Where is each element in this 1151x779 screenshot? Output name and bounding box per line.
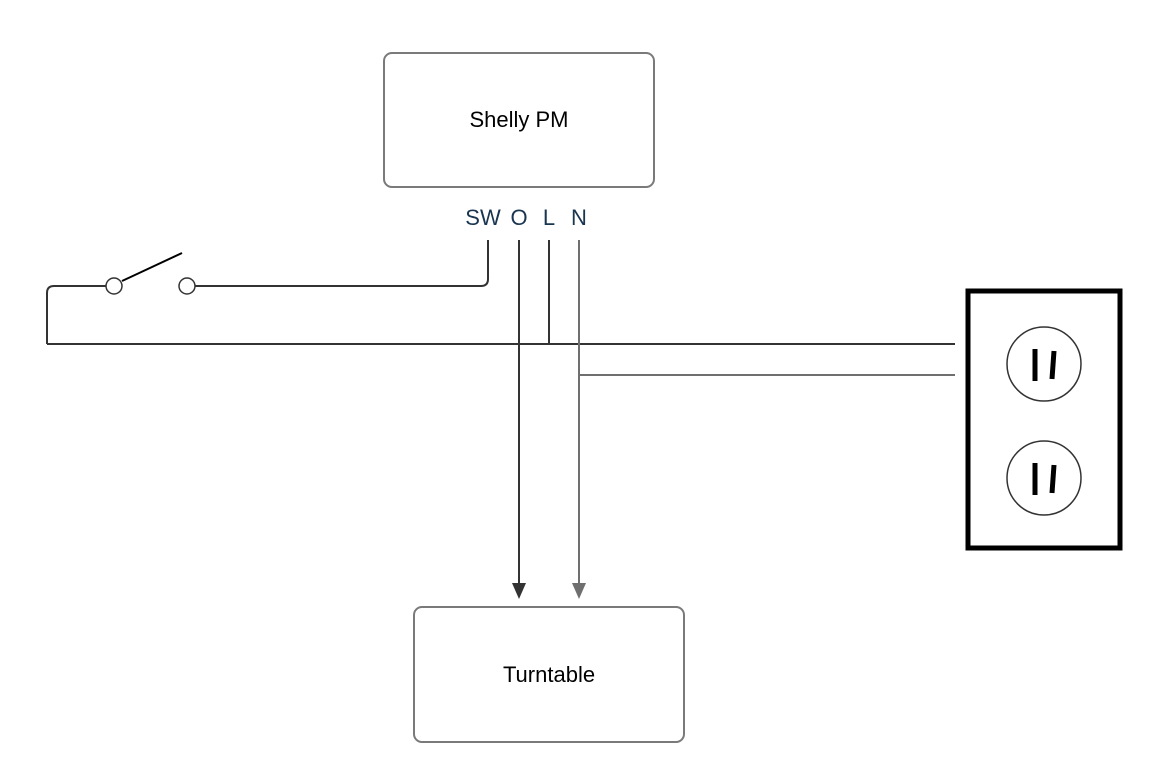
o-arrow-icon <box>512 583 526 599</box>
turntable-box <box>413 606 685 743</box>
terminal-l-label: L <box>543 205 555 230</box>
n-arrow-icon <box>572 583 586 599</box>
terminal-o-label: O <box>510 205 527 230</box>
terminal-labels: SW O L N <box>465 205 587 230</box>
shelly-pm-node[interactable]: Shelly PM <box>383 52 655 188</box>
shelly-pm-label: Shelly PM <box>469 107 568 132</box>
turntable-label: Turntable <box>503 662 595 687</box>
sw-wire[interactable] <box>236 240 489 287</box>
outlet-socket-bottom-icon <box>1006 440 1082 516</box>
terminal-n-label: N <box>571 205 587 230</box>
switch-icon <box>65 252 236 295</box>
shelly-pm-box <box>383 52 655 188</box>
turntable-node[interactable]: Turntable <box>413 606 685 743</box>
terminal-sw-label: SW <box>465 205 501 230</box>
switch-return-wire[interactable] <box>46 285 65 344</box>
outlet-icon[interactable] <box>965 288 1123 551</box>
outlet-socket-top-icon <box>1006 326 1082 402</box>
